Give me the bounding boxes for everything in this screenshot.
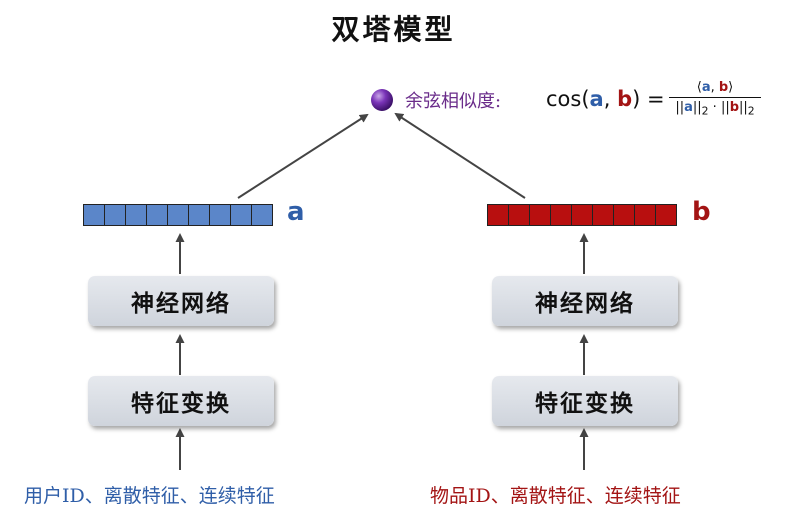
item-embedding-vector bbox=[487, 204, 677, 226]
den-a: a bbox=[684, 100, 693, 115]
similarity-label: 余弦相似度: bbox=[405, 91, 502, 112]
user-vector-label: a bbox=[287, 197, 305, 227]
vector-cell bbox=[209, 204, 231, 226]
den-open-a: || bbox=[675, 100, 685, 115]
formula-lhs: cos(a, b) = bbox=[546, 87, 665, 111]
arrow-right-vector-to-sim bbox=[394, 112, 526, 199]
vector-cell bbox=[167, 204, 189, 226]
user-feature-transform-box: 特征变换 bbox=[88, 376, 274, 426]
formula-close: ) = bbox=[632, 87, 665, 111]
item-feature-transform-box: 特征变换 bbox=[492, 376, 678, 426]
vector-cell bbox=[550, 204, 572, 226]
den-dot: · bbox=[708, 100, 721, 115]
item-features-label: 物品ID、离散特征、连续特征 bbox=[430, 485, 681, 507]
arrow-left-vector-to-sim bbox=[237, 113, 369, 199]
vector-cell bbox=[230, 204, 252, 226]
page-title: 双塔模型 bbox=[331, 13, 456, 46]
den-close-b: || bbox=[739, 100, 748, 115]
vector-cell bbox=[188, 204, 210, 226]
user-features-label: 用户ID、离散特征、连续特征 bbox=[24, 485, 275, 507]
vector-cell bbox=[634, 204, 656, 226]
formula-comma: , bbox=[603, 87, 618, 111]
formula-denominator: ||a||2 · ||b||2 bbox=[669, 98, 761, 118]
vector-cell bbox=[508, 204, 530, 226]
formula-numerator: ⟨a, b⟩ bbox=[669, 80, 761, 98]
formula-b: b bbox=[617, 87, 633, 111]
vector-cell bbox=[571, 204, 593, 226]
similarity-node bbox=[371, 89, 393, 111]
den-sub-b: 2 bbox=[747, 104, 755, 118]
vector-cell bbox=[529, 204, 551, 226]
vector-cell bbox=[146, 204, 168, 226]
formula-a: a bbox=[589, 87, 604, 111]
vector-cell bbox=[487, 204, 509, 226]
vector-cell bbox=[655, 204, 677, 226]
den-open-b: || bbox=[720, 100, 730, 115]
num-comma: , bbox=[710, 80, 719, 95]
item-neural-network-box: 神经网络 bbox=[492, 276, 678, 326]
vector-cell bbox=[125, 204, 147, 226]
den-b: b bbox=[729, 100, 740, 115]
item-vector-label: b bbox=[692, 197, 711, 227]
num-open: ⟨ bbox=[696, 80, 702, 95]
num-a: a bbox=[701, 80, 711, 95]
vector-cell bbox=[592, 204, 614, 226]
user-neural-network-box: 神经网络 bbox=[88, 276, 274, 326]
vector-cell bbox=[83, 204, 105, 226]
den-sub-a: 2 bbox=[701, 104, 709, 118]
den-close-a: || bbox=[692, 100, 702, 115]
num-close: ⟩ bbox=[728, 80, 734, 95]
vector-cell bbox=[613, 204, 635, 226]
formula-fraction: ⟨a, b⟩ ||a||2 · ||b||2 bbox=[669, 80, 761, 118]
num-b: b bbox=[718, 80, 729, 95]
vector-cell bbox=[104, 204, 126, 226]
user-embedding-vector bbox=[83, 204, 273, 226]
vector-cell bbox=[251, 204, 273, 226]
formula-cos: cos( bbox=[546, 87, 590, 111]
